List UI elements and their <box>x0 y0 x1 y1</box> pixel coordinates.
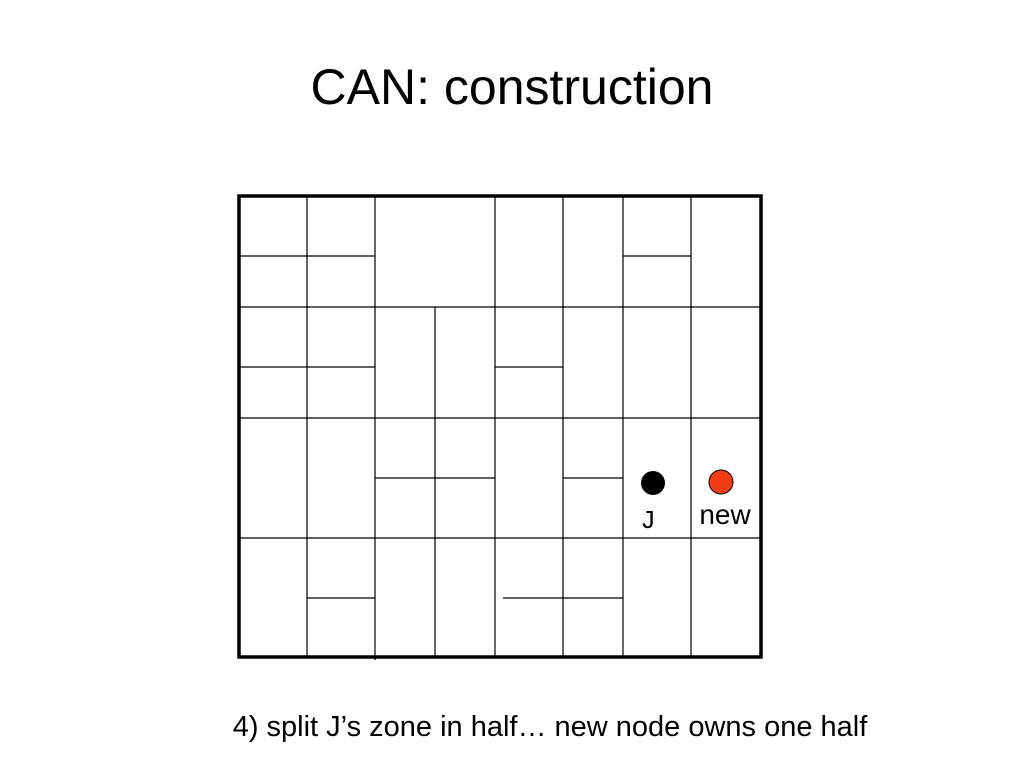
node-new-label: new <box>699 499 751 530</box>
slide-title: CAN: construction <box>310 59 714 115</box>
node-j-label: J <box>640 506 656 536</box>
node-new-dot <box>708 469 734 495</box>
slide-caption: 4) split J’s zone in half… new node owns… <box>232 711 868 743</box>
zone-grid <box>240 197 760 660</box>
node-j-dot <box>641 471 665 495</box>
coordinate-space-border <box>237 194 763 659</box>
